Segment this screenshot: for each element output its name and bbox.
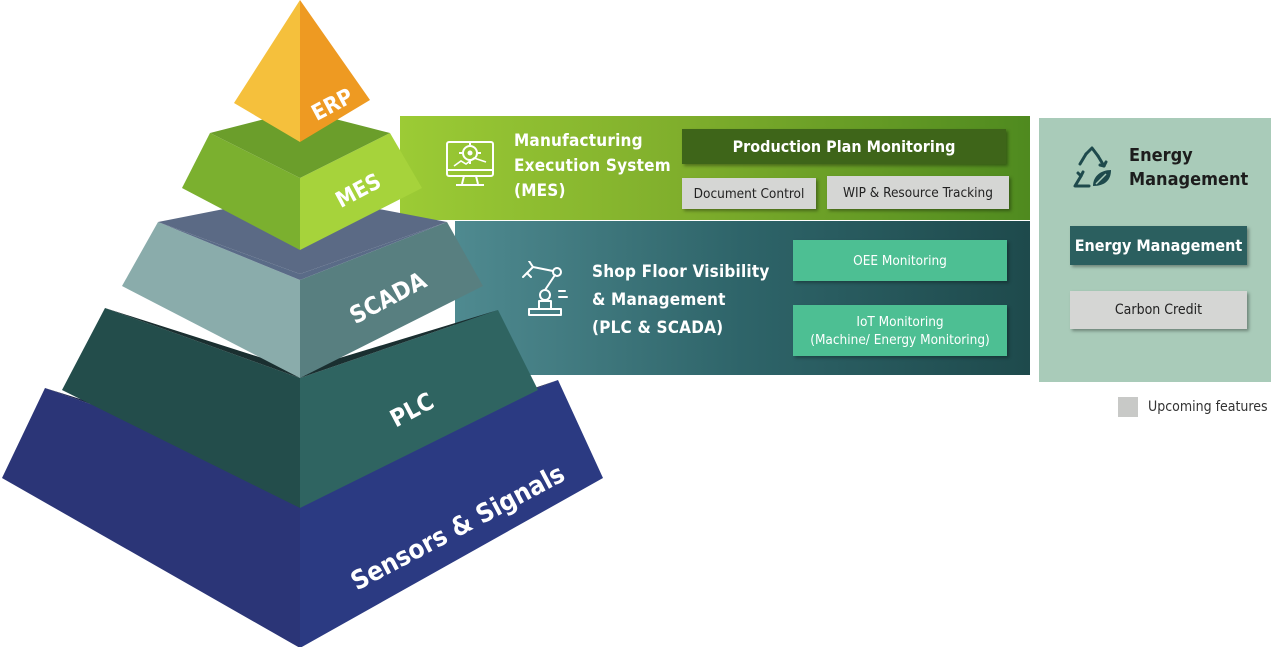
- energy-management-pill: Energy Management: [1070, 226, 1247, 265]
- scada-band: Shop Floor Visibility & Management (PLC …: [455, 221, 1030, 375]
- robot-arm-icon: [522, 261, 568, 316]
- document-control-pill: Document Control: [682, 178, 816, 209]
- monitor-gear-icon: [446, 141, 494, 186]
- production-plan-monitoring-pill: Production Plan Monitoring: [682, 129, 1006, 164]
- pyramid-layer-plc: [62, 308, 538, 508]
- mes-band: Manufacturing Execution System (MES) Pro…: [400, 116, 1030, 220]
- scada-section-title: Shop Floor Visibility & Management (PLC …: [592, 262, 770, 338]
- pyramid-layer-erp: [234, 0, 370, 142]
- upcoming-legend-label: Upcoming features: [1148, 399, 1268, 415]
- wip-resource-tracking-pill: WIP & Resource Tracking: [827, 176, 1009, 209]
- pyramid-layer-mes: [182, 110, 422, 250]
- carbon-credit-pill: Carbon Credit: [1070, 291, 1247, 329]
- pyramid: ERP MES SCADA PLC Sensors & Signals: [2, 0, 603, 647]
- upcoming-legend-swatch: [1118, 397, 1138, 417]
- oee-monitoring-pill: OEE Monitoring: [793, 240, 1007, 281]
- energy-section-title: Energy Management: [1129, 145, 1249, 190]
- iot-monitoring-pill: IoT Monitoring (Machine/ Energy Monitori…: [793, 305, 1007, 356]
- energy-management-panel: Energy Management Energy Management Carb…: [1039, 118, 1271, 382]
- mes-section-title: Manufacturing Execution System (MES): [514, 131, 671, 201]
- legend: Upcoming features: [1118, 397, 1268, 417]
- pyramid-layer-scada: [122, 194, 483, 378]
- recycle-leaf-icon: [1073, 146, 1111, 188]
